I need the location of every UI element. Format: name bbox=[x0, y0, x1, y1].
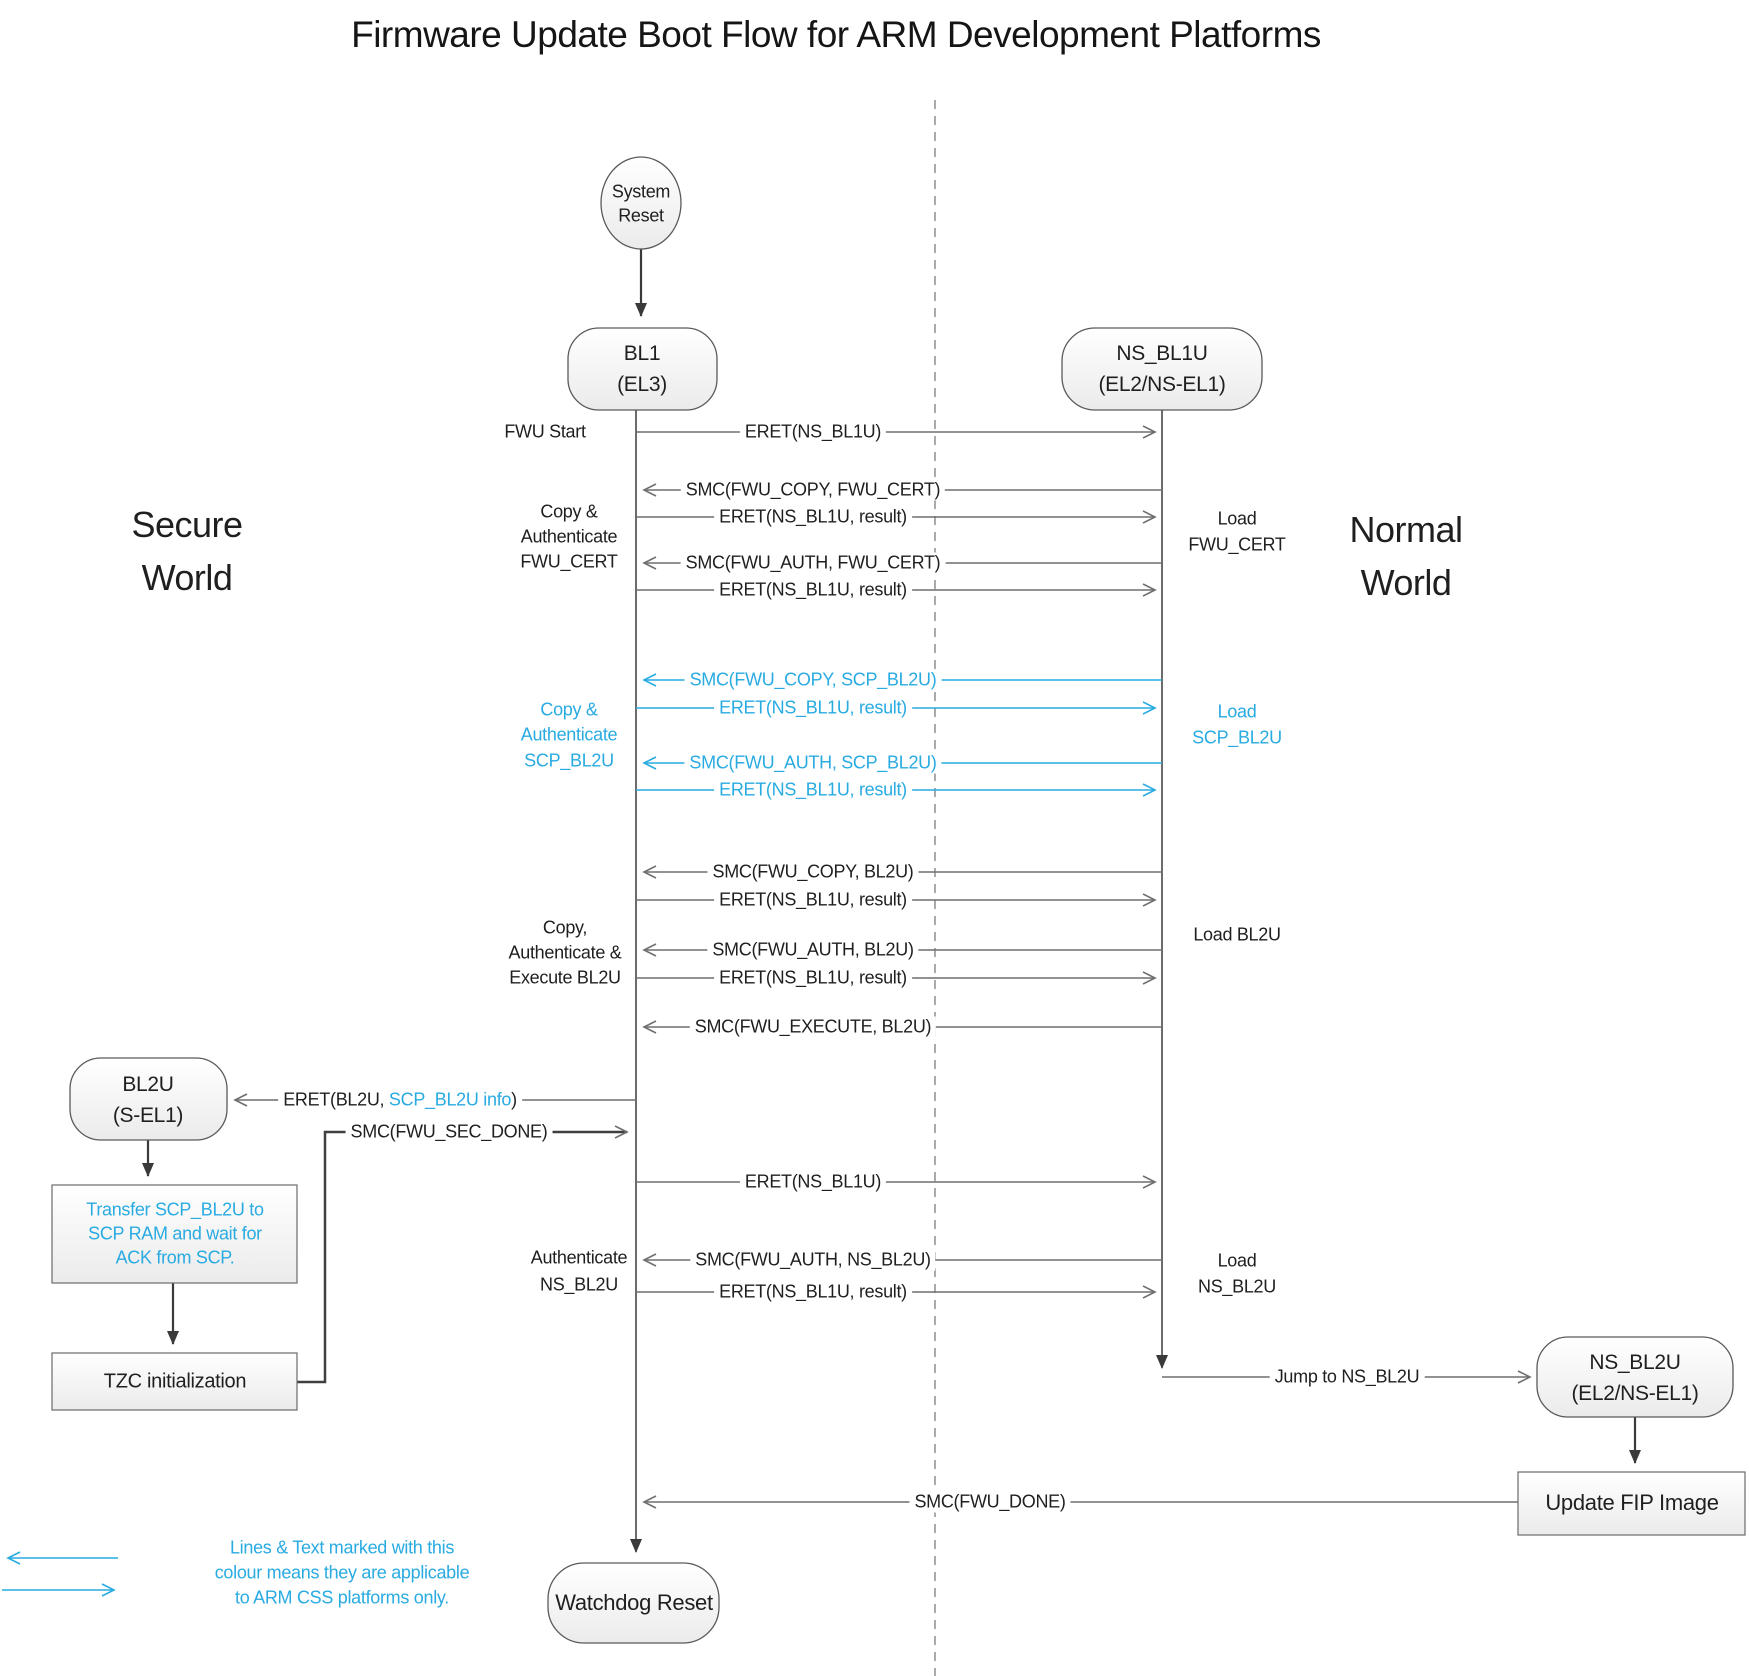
annotation-load-ns-bl2u-line1: Load bbox=[1217, 1250, 1257, 1271]
annotation-copy-auth-fwu-cert-line3: FWU_CERT bbox=[520, 551, 618, 572]
msg-smc-fwu-auth-fwu-cert: SMC(FWU_AUTH, FWU_CERT) bbox=[680, 552, 946, 574]
bl2u-label-line1: BL2U bbox=[122, 1073, 174, 1096]
legend-text-line1: Lines & Text marked with this bbox=[229, 1537, 455, 1558]
ns-bl1u-label-line1: NS_BL1U bbox=[1116, 342, 1208, 365]
diagram-title: Firmware Update Boot Flow for ARM Develo… bbox=[351, 14, 1321, 55]
annotation-copy-auth-fwu-cert-line2: Authenticate bbox=[520, 526, 618, 547]
msg-smc-fwu-execute-bl2u: SMC(FWU_EXECUTE, BL2U) bbox=[689, 1016, 937, 1038]
update-fip-label: Update FIP Image bbox=[1545, 1490, 1719, 1515]
msg-eret-result-6: ERET(NS_BL1U, result) bbox=[714, 967, 912, 989]
msg-eret-bl2u-prefix: ERET(BL2U, bbox=[283, 1089, 389, 1110]
msg-smc-fwu-done: SMC(FWU_DONE) bbox=[909, 1491, 1071, 1513]
msg-eret-result-3: ERET(NS_BL1U, result) bbox=[714, 697, 912, 719]
annotation-copy-auth-scp-bl2u-line1: Copy & bbox=[540, 699, 598, 720]
annotation-load-scp-bl2u-line1: Load bbox=[1217, 701, 1257, 722]
transfer-scp-bl2u-box-shape bbox=[51, 1184, 298, 1284]
ns-bl2u-node-shape bbox=[1536, 1336, 1734, 1418]
update-fip-box-shape bbox=[1517, 1471, 1746, 1536]
normal-world-label-line2: World bbox=[1360, 562, 1452, 603]
transfer-scp-bl2u-label-line3: ACK from SCP. bbox=[115, 1247, 235, 1268]
msg-jump-to-ns-bl2u: Jump to NS_BL2U bbox=[1269, 1366, 1425, 1388]
msg-smc-fwu-copy-fwu-cert: SMC(FWU_COPY, FWU_CERT) bbox=[680, 479, 946, 501]
annotation-fwu-start: FWU Start bbox=[504, 421, 586, 442]
watchdog-reset-node-shape bbox=[547, 1562, 720, 1644]
system-reset-label-line1: System bbox=[611, 181, 671, 202]
msg-eret-result-1: ERET(NS_BL1U, result) bbox=[714, 506, 912, 528]
tzc-init-box-shape bbox=[51, 1352, 298, 1411]
msg-eret-bl2u-highlight: SCP_BL2U info bbox=[388, 1089, 512, 1110]
watchdog-reset-label: Watchdog Reset bbox=[555, 1590, 713, 1615]
annotation-copy-auth-exec-bl2u-line3: Execute BL2U bbox=[509, 967, 621, 988]
annotation-copy-auth-scp-bl2u-line2: Authenticate bbox=[520, 724, 618, 745]
annotation-copy-auth-fwu-cert-line1: Copy & bbox=[540, 501, 598, 522]
bl1-node-shape bbox=[567, 327, 718, 411]
msg-eret-bl2u: ERET(BL2U, SCP_BL2U info) bbox=[278, 1089, 522, 1111]
msg-eret-result-4: ERET(NS_BL1U, result) bbox=[714, 779, 912, 801]
msg-eret-result-7: ERET(NS_BL1U, result) bbox=[714, 1281, 912, 1303]
msg-smc-fwu-auth-ns-bl2u: SMC(FWU_AUTH, NS_BL2U) bbox=[690, 1249, 936, 1271]
annotation-load-scp-bl2u-line2: SCP_BL2U bbox=[1192, 727, 1282, 748]
annotation-auth-ns-bl2u-line1: Authenticate bbox=[530, 1247, 628, 1268]
bl1-label-line1: BL1 bbox=[623, 342, 661, 365]
msg-smc-fwu-auth-bl2u: SMC(FWU_AUTH, BL2U) bbox=[707, 939, 919, 961]
transfer-scp-bl2u-label-line1: Transfer SCP_BL2U to bbox=[86, 1199, 264, 1220]
transfer-scp-bl2u-label-line2: SCP RAM and wait for bbox=[88, 1223, 262, 1244]
ns-bl1u-label-line2: (EL2/NS-EL1) bbox=[1098, 373, 1226, 396]
tzc-init-label: TZC initialization bbox=[103, 1370, 247, 1393]
bl1-label-line2: (EL3) bbox=[617, 373, 667, 396]
msg-smc-fwu-auth-scp-bl2u: SMC(FWU_AUTH, SCP_BL2U) bbox=[684, 752, 942, 774]
msg-eret-ns-bl1u-start: ERET(NS_BL1U) bbox=[739, 421, 887, 443]
ns-bl2u-label-line2: (EL2/NS-EL1) bbox=[1571, 1382, 1699, 1405]
annotation-auth-ns-bl2u-line2: NS_BL2U bbox=[540, 1274, 618, 1295]
msg-eret-ns-bl1u-2: ERET(NS_BL1U) bbox=[739, 1171, 887, 1193]
msg-smc-fwu-sec-done: SMC(FWU_SEC_DONE) bbox=[345, 1121, 553, 1143]
ns-bl1u-node-shape bbox=[1061, 327, 1263, 411]
annotation-load-fwu-cert-line1: Load bbox=[1217, 508, 1257, 529]
annotation-load-fwu-cert-line2: FWU_CERT bbox=[1188, 534, 1286, 555]
annotation-copy-auth-exec-bl2u-line2: Authenticate & bbox=[508, 942, 622, 963]
annotation-copy-auth-exec-bl2u-line1: Copy, bbox=[542, 917, 588, 938]
bl2u-node-shape bbox=[69, 1057, 228, 1141]
system-reset-node-shape bbox=[600, 156, 682, 250]
ns-bl2u-label-line1: NS_BL2U bbox=[1589, 1351, 1681, 1374]
msg-smc-fwu-copy-bl2u: SMC(FWU_COPY, BL2U) bbox=[707, 861, 919, 883]
msg-eret-result-2: ERET(NS_BL1U, result) bbox=[714, 579, 912, 601]
secure-world-label-line1: Secure bbox=[131, 504, 243, 545]
msg-eret-bl2u-suffix: ) bbox=[511, 1089, 517, 1110]
annotation-copy-auth-scp-bl2u-line3: SCP_BL2U bbox=[524, 750, 614, 771]
bl2u-label-line2: (S-EL1) bbox=[112, 1104, 184, 1127]
legend-text-line2: colour means they are applicable bbox=[214, 1562, 470, 1583]
legend-text-line3: to ARM CSS platforms only. bbox=[235, 1587, 449, 1608]
msg-eret-result-5: ERET(NS_BL1U, result) bbox=[714, 889, 912, 911]
annotation-load-bl2u: Load BL2U bbox=[1193, 924, 1281, 945]
normal-world-label-line1: Normal bbox=[1349, 509, 1463, 550]
annotation-load-ns-bl2u-line2: NS_BL2U bbox=[1198, 1276, 1276, 1297]
secure-world-label-line2: World bbox=[141, 557, 233, 598]
system-reset-label-line2: Reset bbox=[618, 205, 664, 226]
msg-smc-fwu-copy-scp-bl2u: SMC(FWU_COPY, SCP_BL2U) bbox=[684, 669, 942, 691]
